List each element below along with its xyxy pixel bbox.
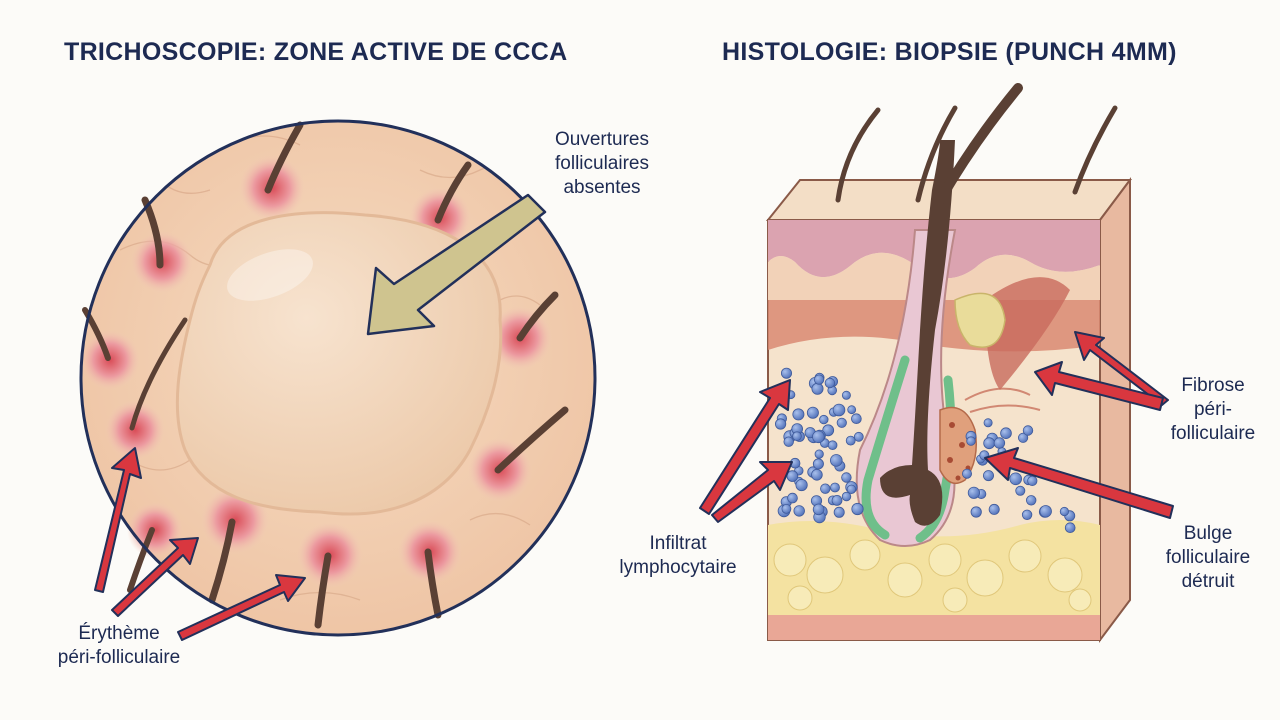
label-infiltrate: Infiltrat lymphocytaire	[619, 533, 737, 578]
inner-root-sheath	[861, 355, 910, 540]
lymphocyte	[811, 468, 823, 481]
dermoscopy-view	[79, 119, 597, 637]
dermoscope-frame	[79, 119, 597, 637]
lymphocyte	[813, 374, 825, 385]
lymphocyte	[833, 506, 845, 518]
lymphocyte	[1059, 506, 1070, 517]
lymphocyte	[983, 470, 995, 482]
lymphocyte	[1022, 425, 1034, 436]
absent-openings-arrow	[366, 193, 547, 336]
lymphocyte	[966, 436, 976, 446]
lymphocyte	[811, 382, 824, 395]
lymphocyte	[847, 405, 857, 415]
lymphocyte	[783, 436, 794, 447]
lymphocyte	[970, 506, 982, 518]
lymphocyte	[822, 424, 835, 437]
lymphocyte	[824, 377, 836, 389]
lymphocyte	[1064, 522, 1076, 533]
lymphocyte	[812, 503, 825, 516]
lymphocyte	[829, 454, 843, 467]
plaque-shine	[227, 249, 313, 301]
lymphocyte	[845, 435, 856, 446]
lymphocyte	[1000, 427, 1012, 440]
fascia-layer	[768, 615, 1100, 640]
lymphocyte	[841, 491, 852, 502]
histology-hair-shafts	[835, 83, 1118, 205]
hair-bulb	[880, 140, 955, 526]
lymphocyte	[1015, 485, 1026, 496]
lymphocyte	[851, 413, 862, 425]
fat-lobules	[773, 539, 1092, 613]
lymphocyte	[846, 484, 857, 495]
lymphocyte	[1039, 505, 1052, 518]
lymphocyte	[983, 418, 993, 428]
label-fibrosis: Fibrose péri- folliculaire	[1170, 375, 1256, 444]
lymphocyte	[792, 431, 802, 442]
block-side-face	[1099, 177, 1131, 643]
trichoscopy-title: TRICHOSCOPIE: ZONE ACTIVE DE CCCA	[64, 38, 568, 66]
lymphocyte	[812, 430, 825, 444]
lymphocyte	[792, 408, 805, 421]
lymphocyte	[781, 367, 793, 379]
lymphocyte	[793, 505, 805, 517]
lymphocyte	[781, 503, 792, 514]
lymphocyte	[988, 503, 1000, 515]
lymphocyte	[819, 414, 829, 425]
lymphocyte	[1025, 495, 1037, 506]
fibrosis-streaks	[964, 387, 1041, 413]
lymphocyte	[841, 472, 852, 483]
sebaceous-gland	[954, 292, 1006, 348]
lymphocyte	[1021, 509, 1033, 521]
label-bulge: Bulge folliculaire détruit	[1165, 523, 1251, 592]
lymphocyte	[832, 403, 846, 417]
lymphocyte	[814, 449, 824, 459]
arrector-pili-muscle	[985, 277, 1070, 390]
lymphocyte	[806, 406, 819, 419]
lymphocyte-cluster	[774, 367, 1076, 533]
histology-title: HISTOLOGIE: BIOPSIE (PUNCH 4MM)	[722, 38, 1177, 66]
label-erythema: Érythème péri-folliculaire	[57, 623, 181, 668]
lymphocyte	[830, 482, 840, 493]
lymphocyte	[851, 502, 864, 516]
lymphocyte	[993, 437, 1006, 449]
lymphocyte	[836, 417, 847, 428]
lymphocyte	[967, 486, 981, 499]
lymphocyte	[812, 458, 824, 470]
erythema-arrows	[94, 447, 306, 641]
destroyed-bulge	[939, 406, 977, 485]
lymphocyte	[831, 494, 843, 506]
lymphocyte	[774, 418, 787, 430]
label-absent-openings: Ouvertures folliculaires absentes	[555, 129, 649, 198]
lymphocyte	[841, 390, 851, 400]
lymphocyte	[853, 431, 864, 442]
lymphocyte	[1017, 432, 1029, 443]
lymphocyte	[795, 478, 808, 492]
lymphocyte	[983, 437, 996, 450]
lymphocyte	[1027, 475, 1038, 486]
lymphocyte	[1009, 472, 1022, 486]
lymphocyte	[787, 492, 798, 504]
lymphocyte	[820, 483, 831, 494]
lymphocyte	[827, 440, 838, 451]
histology-arrows	[699, 331, 1174, 523]
lymphocyte	[962, 468, 973, 479]
